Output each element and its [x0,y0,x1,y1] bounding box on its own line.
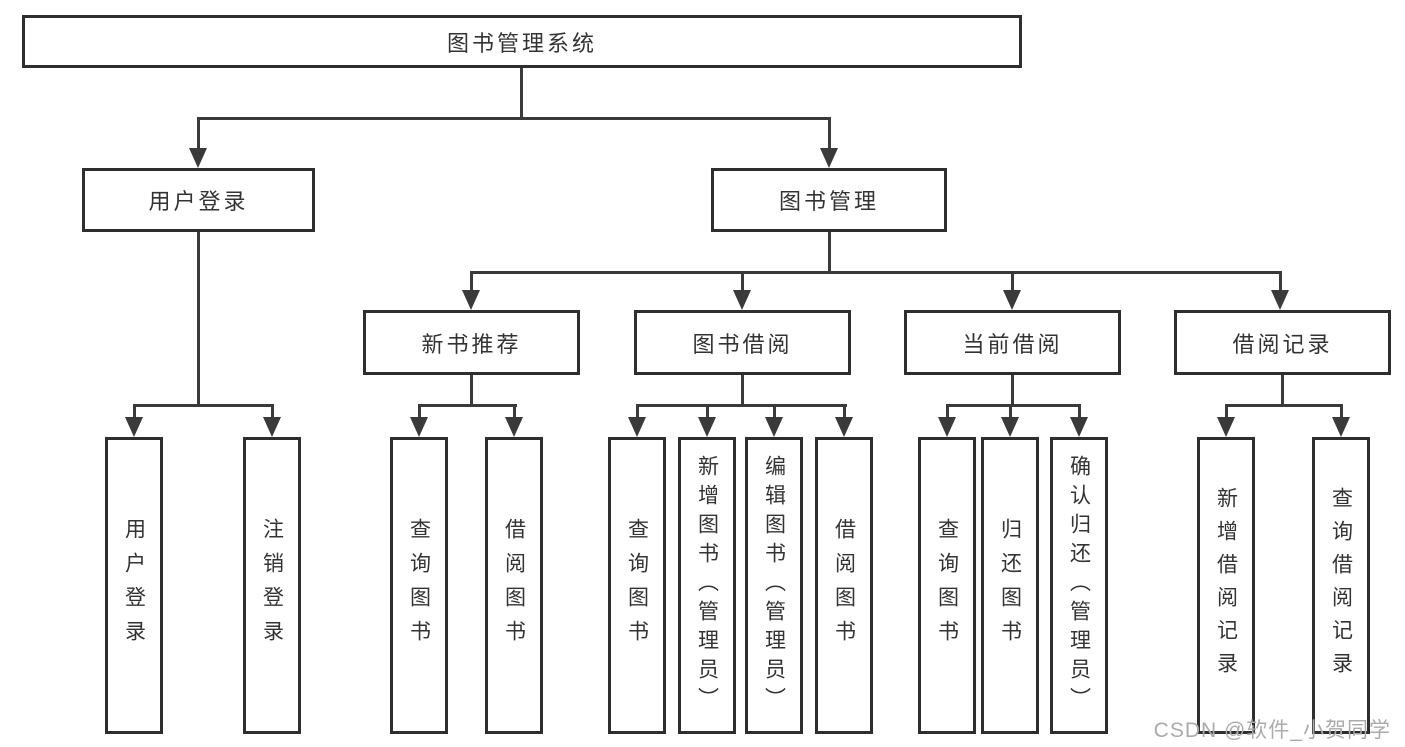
connector-line [636,404,639,417]
arrowhead [505,417,523,437]
arrowhead [1003,290,1021,310]
leaf-add-borrow-record: 新增借阅记录 [1197,437,1255,734]
leaf-query-borrow-record-label: 查询借阅记录 [1329,486,1353,685]
arrowhead [820,148,838,168]
leaf-user-login: 用户登录 [105,437,163,734]
leaf-borrow-book: 借阅图书 [815,437,873,734]
arrowhead [1332,417,1350,437]
connector-line [197,117,831,120]
connector-line [741,375,744,407]
leaf-confirm-return-admin: 确认归还（管理员） [1050,437,1108,734]
node-borrow-records: 借阅记录 [1174,310,1391,375]
arrowhead [938,417,956,437]
connector-line [843,404,846,417]
arrowhead [125,417,143,437]
connector-line [197,232,200,407]
arrowhead [189,148,207,168]
leaf-add-book-admin-label: 新增图书（管理员） [695,455,719,716]
arrowhead [1001,417,1019,437]
node-new-book-recommend: 新书推荐 [363,310,580,375]
connector-line [197,117,200,148]
connector-line [470,375,473,407]
leaf-return-book: 归还图书 [981,437,1039,734]
connector-line [1011,375,1014,407]
connector-line [1281,375,1284,407]
connector-line [1009,404,1012,417]
connector-line [418,404,517,407]
arrowhead [628,417,646,437]
connector-line [828,232,831,274]
leaf-add-book-admin: 新增图书（管理员） [678,437,736,734]
arrowhead [765,417,783,437]
node-book-borrow: 图书借阅 [634,310,851,375]
node-root-label: 图书管理系统 [446,30,597,56]
leaf-edit-book-admin-label: 编辑图书（管理员） [762,455,786,716]
leaf-query-book-recommend-label: 查询图书 [407,517,431,654]
connector-line [706,404,709,417]
connector-line [741,271,744,290]
node-book-management: 图书管理 [711,168,947,232]
leaf-borrow-book-label: 借阅图书 [832,517,856,654]
arrowhead [1271,290,1289,310]
arrowhead [462,290,480,310]
node-book-borrow-label: 图书借阅 [692,331,793,357]
leaf-query-borrow-record: 查询借阅记录 [1312,437,1370,734]
leaf-query-book-current: 查询图书 [918,437,976,734]
leaf-logout-label: 注销登录 [260,517,284,654]
leaf-query-book-borrow-label: 查询图书 [625,517,649,654]
leaf-query-book-borrow: 查询图书 [608,437,666,734]
connector-line [513,404,516,417]
connector-line [773,404,776,417]
node-user-login-label: 用户登录 [148,189,249,214]
connector-line [418,404,421,417]
connector-line [1340,404,1343,417]
csdn-watermark: CSDN @软件_小贺同学 [1153,719,1391,742]
leaf-add-borrow-record-label: 新增借阅记录 [1214,486,1238,685]
connector-line [133,404,274,407]
leaf-query-book-recommend: 查询图书 [390,437,448,734]
node-new-book-recommend-label: 新书推荐 [421,331,522,357]
connector-line [470,271,473,290]
connector-line [946,404,949,417]
arrowhead [1070,417,1088,437]
node-current-borrow-label: 当前借阅 [962,331,1063,357]
leaf-query-book-current-label: 查询图书 [935,517,959,654]
leaf-logout: 注销登录 [243,437,301,734]
connector-line [133,404,136,417]
arrowhead [835,417,853,437]
connector-line [828,117,831,148]
connector-line [1011,271,1014,290]
connector-line [470,271,1282,274]
connector-line [520,68,523,118]
connector-line [1225,404,1228,417]
arrowhead [733,290,751,310]
node-book-management-label: 图书管理 [778,189,879,214]
connector-line [1279,271,1282,290]
arrowhead [410,417,428,437]
leaf-borrow-book-recommend: 借阅图书 [485,437,543,734]
leaf-edit-book-admin: 编辑图书（管理员） [745,437,803,734]
leaf-user-login-label: 用户登录 [122,517,146,654]
node-root: 图书管理系统 [22,15,1022,68]
node-current-borrow: 当前借阅 [904,310,1121,375]
node-user-login: 用户登录 [82,168,315,232]
connector-line [946,404,1081,407]
node-borrow-records-label: 借阅记录 [1232,331,1333,357]
connector-line [1078,404,1081,417]
connector-line [271,404,274,417]
leaf-return-book-label: 归还图书 [998,517,1022,654]
leaf-confirm-return-admin-label: 确认归还（管理员） [1067,455,1091,716]
connector-line [636,404,847,407]
connector-line [1225,404,1343,407]
arrowhead [1217,417,1235,437]
leaf-borrow-book-recommend-label: 借阅图书 [502,517,526,654]
arrowhead [698,417,716,437]
arrowhead [263,417,281,437]
